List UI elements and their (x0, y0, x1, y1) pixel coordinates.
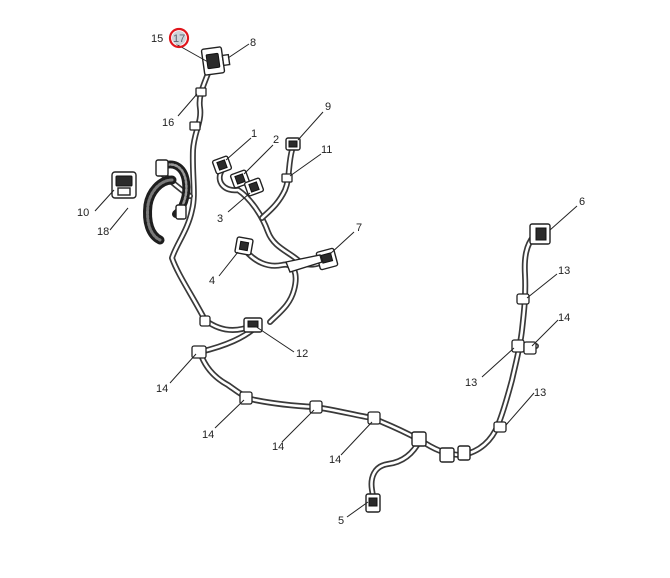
connector-18-head (155, 159, 169, 177)
clip-16 (189, 121, 201, 131)
connector-4 (234, 236, 254, 256)
connector-7 (285, 247, 339, 273)
clip-13-c (493, 421, 507, 433)
clip-14-c (309, 400, 323, 414)
junction-box-c (457, 445, 471, 461)
callout-17: 17 (173, 33, 185, 45)
highlight-marker-17[interactable] (168, 27, 190, 49)
callout-5: 5 (338, 515, 344, 527)
connector-1 (211, 155, 233, 175)
callout-14-a: 14 (156, 383, 168, 395)
clip-14-d (367, 411, 381, 425)
connector-10 (111, 171, 137, 199)
callout-12: 12 (296, 348, 308, 360)
clip-14-e (199, 315, 211, 327)
callout-13-b: 13 (465, 377, 477, 389)
callout-15: 15 (151, 33, 163, 45)
callout-1: 1 (251, 128, 257, 140)
connector-9 (285, 137, 301, 151)
callout-18: 18 (97, 226, 109, 238)
callout-4: 4 (209, 275, 215, 287)
callout-8: 8 (250, 37, 256, 49)
callout-3: 3 (217, 213, 223, 225)
connector-8 (200, 46, 231, 76)
connector-18-end (175, 204, 187, 220)
clip-11 (281, 173, 293, 183)
callout-14-c: 14 (202, 429, 214, 441)
callout-labels: 15 17 8 16 9 1 2 11 10 18 3 7 4 6 13 14 … (77, 33, 585, 527)
clip-13-b (511, 339, 525, 353)
harness-wires (157, 65, 539, 508)
callout-7: 7 (356, 222, 362, 234)
connector-5 (365, 493, 381, 513)
connectors (111, 46, 551, 513)
callout-16: 16 (162, 117, 174, 129)
callout-11: 11 (321, 144, 332, 156)
leader-lines (94, 43, 578, 518)
connector-3 (243, 177, 265, 197)
callout-9: 9 (325, 101, 331, 113)
callout-13-a: 13 (558, 265, 570, 277)
connector-6 (529, 223, 551, 245)
callout-10: 10 (77, 207, 89, 219)
clip-13-a (516, 293, 530, 305)
callout-14-d: 14 (272, 441, 284, 453)
clip-16b (195, 87, 207, 97)
callout-2: 2 (273, 134, 279, 146)
junction-12 (243, 317, 263, 333)
callout-14-b: 14 (558, 312, 570, 324)
callout-6: 6 (579, 196, 585, 208)
junction-box-a (411, 431, 427, 447)
junction-box-b (439, 447, 455, 463)
callout-14-e: 14 (329, 454, 341, 466)
callout-13-c: 13 (534, 387, 546, 399)
